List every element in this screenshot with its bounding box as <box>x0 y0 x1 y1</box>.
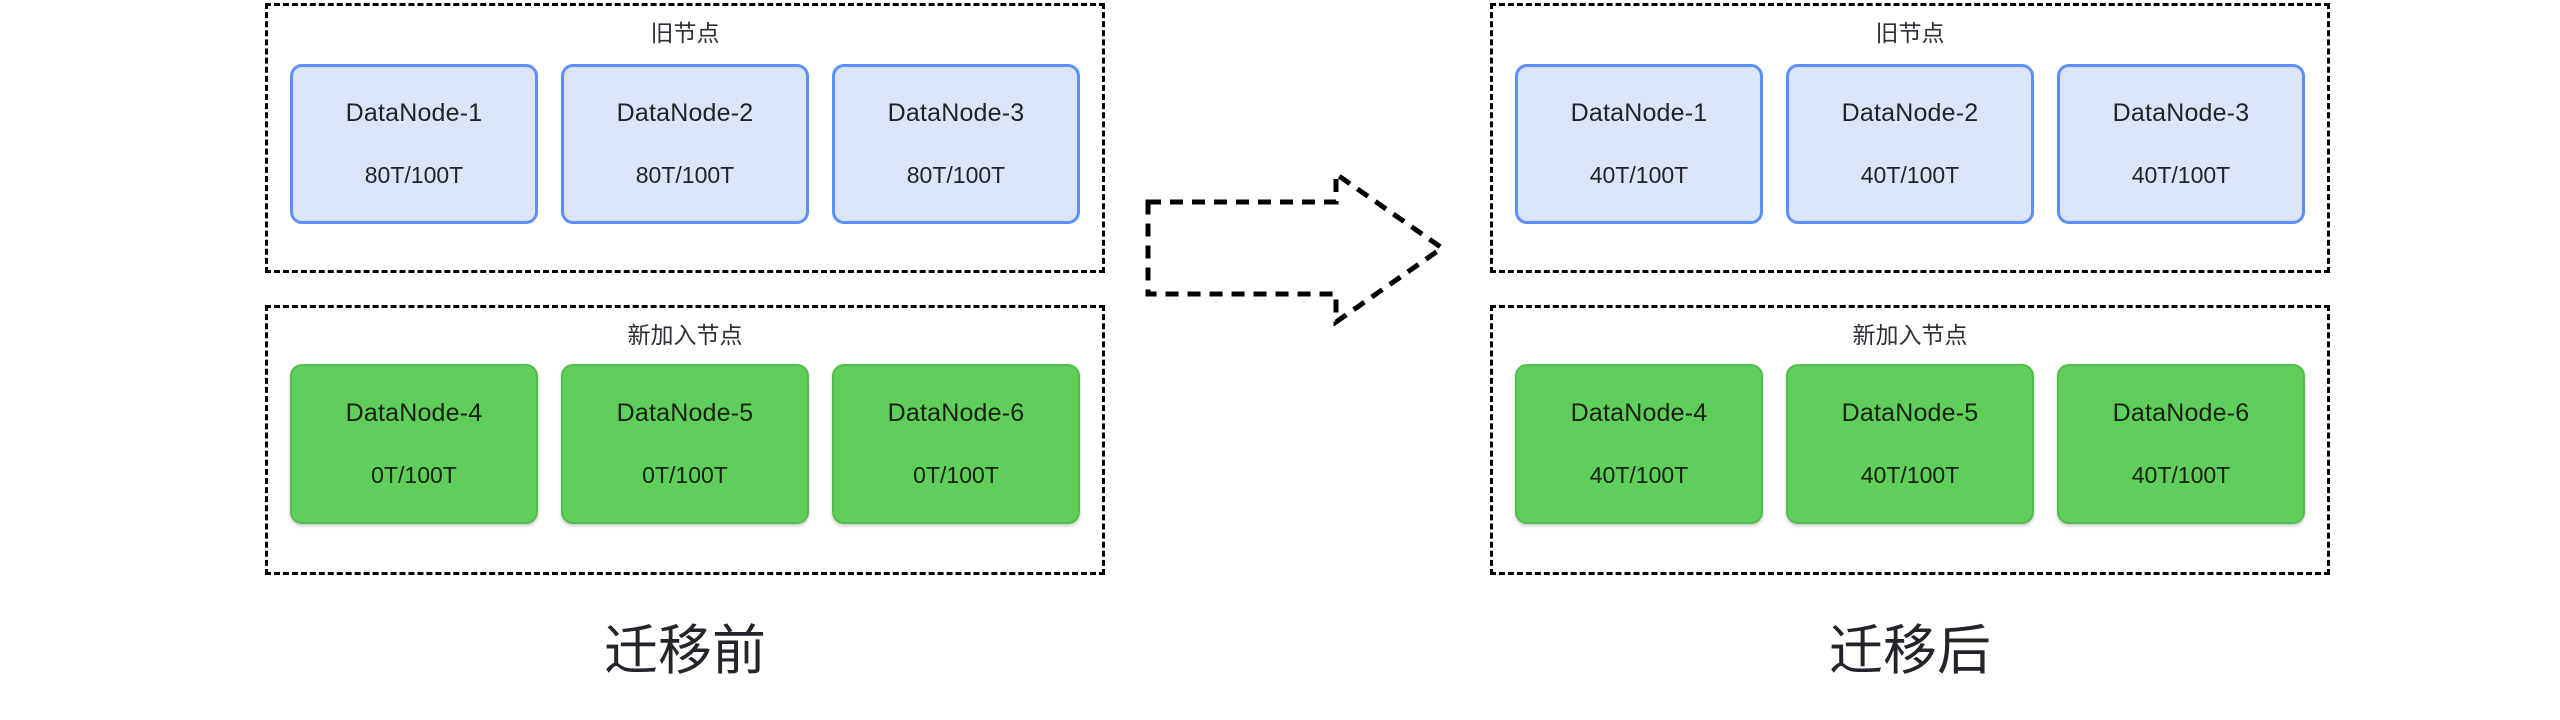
node-name: DataNode-6 <box>2112 399 2250 427</box>
node-capacity: 80T/100T <box>635 162 735 188</box>
node-name: DataNode-1 <box>345 99 483 127</box>
group-title-old-nodes: 旧节点 <box>650 20 720 46</box>
node-capacity: 40T/100T <box>1860 462 1960 488</box>
node-datanode-3-after[interactable]: DataNode-3 40T/100T <box>2057 64 2305 224</box>
group-title-new-nodes: 新加入节点 <box>1852 322 1968 348</box>
node-capacity: 80T/100T <box>364 162 464 188</box>
node-name: DataNode-5 <box>1841 399 1979 427</box>
caption-before-migration: 迁移前 <box>604 621 766 681</box>
node-capacity: 0T/100T <box>642 462 728 488</box>
node-datanode-4-before[interactable]: DataNode-4 0T/100T <box>290 364 538 524</box>
node-datanode-1-before[interactable]: DataNode-1 80T/100T <box>290 64 538 224</box>
node-capacity: 40T/100T <box>1589 462 1689 488</box>
before-new-nodes-row: DataNode-4 0T/100T DataNode-5 0T/100T Da… <box>290 364 1080 524</box>
after-old-nodes-row: DataNode-1 40T/100T DataNode-2 40T/100T … <box>1515 64 2305 224</box>
node-name: DataNode-3 <box>2112 99 2250 127</box>
node-capacity: 40T/100T <box>2131 162 2231 188</box>
group-title-new-nodes: 新加入节点 <box>627 322 743 348</box>
node-datanode-5-after[interactable]: DataNode-5 40T/100T <box>1786 364 2034 524</box>
node-name: DataNode-2 <box>616 99 754 127</box>
before-old-nodes-group: 旧节点 DataNode-1 80T/100T DataNode-2 80T/1… <box>265 3 1105 273</box>
group-title-old-nodes: 旧节点 <box>1875 20 1945 46</box>
node-capacity: 80T/100T <box>906 162 1006 188</box>
node-datanode-6-before[interactable]: DataNode-6 0T/100T <box>832 364 1080 524</box>
before-old-nodes-row: DataNode-1 80T/100T DataNode-2 80T/100T … <box>290 64 1080 224</box>
before-migration-panel: 旧节点 DataNode-1 80T/100T DataNode-2 80T/1… <box>265 0 1105 720</box>
after-new-nodes-row: DataNode-4 40T/100T DataNode-5 40T/100T … <box>1515 364 2305 524</box>
node-datanode-1-after[interactable]: DataNode-1 40T/100T <box>1515 64 1763 224</box>
node-name: DataNode-1 <box>1570 99 1708 127</box>
caption-after-migration: 迁移后 <box>1829 621 1991 681</box>
node-capacity: 0T/100T <box>371 462 457 488</box>
node-capacity: 0T/100T <box>913 462 999 488</box>
node-datanode-3-before[interactable]: DataNode-3 80T/100T <box>832 64 1080 224</box>
node-datanode-4-after[interactable]: DataNode-4 40T/100T <box>1515 364 1763 524</box>
node-name: DataNode-4 <box>1570 399 1708 427</box>
right-block-arrow-icon <box>1140 170 1450 326</box>
node-datanode-6-after[interactable]: DataNode-6 40T/100T <box>2057 364 2305 524</box>
node-capacity: 40T/100T <box>1589 162 1689 188</box>
node-name: DataNode-6 <box>887 399 1025 427</box>
node-name: DataNode-4 <box>345 399 483 427</box>
node-name: DataNode-2 <box>1841 99 1979 127</box>
node-datanode-2-before[interactable]: DataNode-2 80T/100T <box>561 64 809 224</box>
node-name: DataNode-3 <box>887 99 1025 127</box>
after-migration-panel: 旧节点 DataNode-1 40T/100T DataNode-2 40T/1… <box>1490 0 2330 720</box>
after-old-nodes-group: 旧节点 DataNode-1 40T/100T DataNode-2 40T/1… <box>1490 3 2330 273</box>
after-new-nodes-group: 新加入节点 DataNode-4 40T/100T DataNode-5 40T… <box>1490 305 2330 575</box>
node-datanode-5-before[interactable]: DataNode-5 0T/100T <box>561 364 809 524</box>
node-datanode-2-after[interactable]: DataNode-2 40T/100T <box>1786 64 2034 224</box>
before-new-nodes-group: 新加入节点 DataNode-4 0T/100T DataNode-5 0T/1… <box>265 305 1105 575</box>
node-capacity: 40T/100T <box>1860 162 1960 188</box>
node-name: DataNode-5 <box>616 399 754 427</box>
node-capacity: 40T/100T <box>2131 462 2231 488</box>
